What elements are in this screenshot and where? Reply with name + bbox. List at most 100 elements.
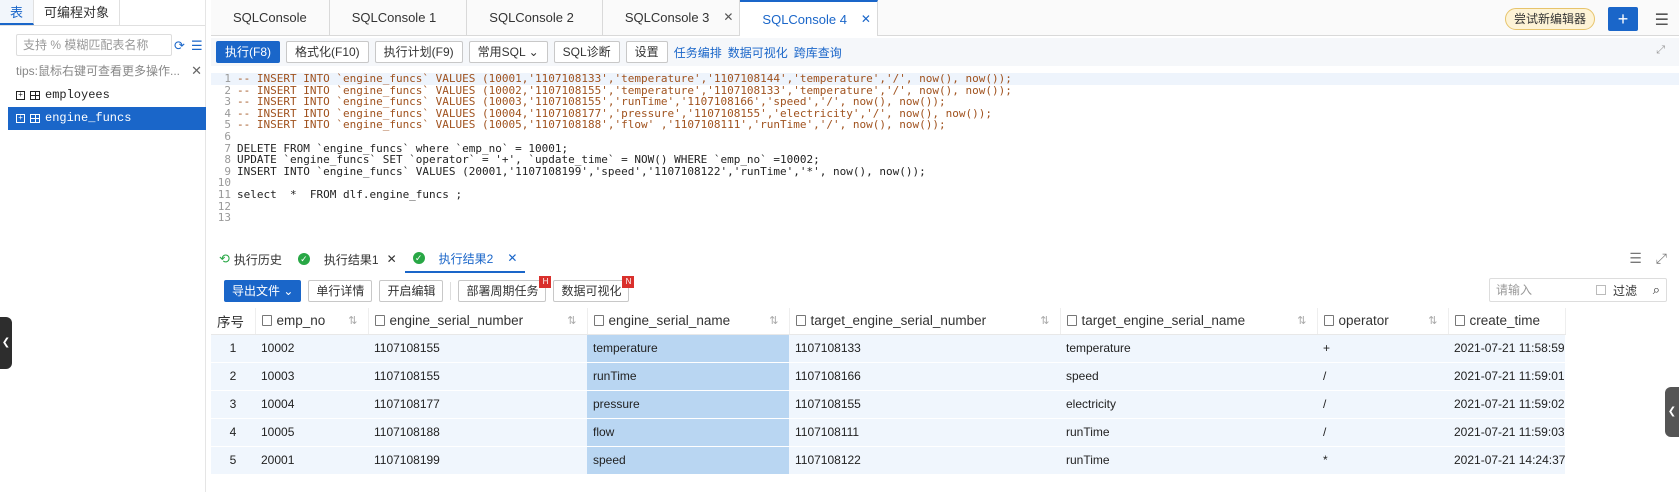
table-cell[interactable]: runTime [1060,418,1317,447]
column-header[interactable]: target_engine_serial_number⇅ [789,308,1061,335]
refresh-icon[interactable]: ⟳ [174,38,185,53]
table-cell[interactable]: flow [587,418,789,447]
table-cell[interactable]: 2021-07-21 14:24:37 [1448,446,1566,475]
table-cell[interactable]: 10002 [255,334,368,363]
row-detail-button[interactable]: 单行详情 [308,280,373,302]
table-cell[interactable]: 1107108111 [789,418,1060,447]
sort-icon[interactable]: ⇅ [567,315,577,327]
table-cell[interactable]: / [1317,390,1448,419]
table-cell[interactable]: 1107108155 [368,362,587,391]
table-cell[interactable]: 2021-07-21 11:59:03 [1448,418,1566,447]
tree-item-employees[interactable]: + employees [8,84,206,107]
table-cell[interactable]: 2021-07-21 11:59:01 [1448,362,1566,391]
table-cell[interactable]: 1107108155 [368,334,587,363]
table-cell[interactable]: temperature [587,334,789,363]
table-cell[interactable]: 1107108188 [368,418,587,447]
table-cell[interactable]: 1107108155 [789,390,1060,419]
expand-icon[interactable]: + [16,91,25,100]
table-cell[interactable]: speed [1060,362,1317,391]
tab-history[interactable]: ⟲执行历史 [211,245,290,273]
column-header[interactable]: emp_no⇅ [255,308,369,335]
sort-icon[interactable]: ⇅ [1428,315,1438,327]
fullscreen-icon[interactable]: ⤢ [1656,44,1665,56]
table-cell[interactable]: electricity [1060,390,1317,419]
table-cell[interactable]: 10004 [255,390,368,419]
sort-icon[interactable]: ⇅ [348,315,358,327]
settings-button[interactable]: 设置 [625,41,668,63]
collapse-left-handle[interactable]: ❮ [0,317,12,369]
table-cell[interactable]: / [1317,362,1448,391]
try-new-editor-button[interactable]: 尝试新编辑器 [1504,8,1595,30]
data-visualization-link[interactable]: 数据可视化 [727,45,788,60]
export-file-dropdown[interactable]: 导出文件 ⌄ [224,280,302,302]
explain-plan-button[interactable]: 执行计划(F9) [374,41,463,63]
tab-sqlconsole-3[interactable]: SQLConsole 3✕ [603,0,741,35]
sort-icon[interactable]: ⇅ [1297,315,1307,327]
sql-diagnose-button[interactable]: SQL诊断 [553,41,620,63]
table-cell[interactable]: runTime [587,362,789,391]
table-cell[interactable]: speed [587,446,789,475]
table-cell[interactable]: 10005 [255,418,368,447]
tab-programmable-objects[interactable]: 可编程对象 [34,0,121,25]
expand-icon[interactable]: + [16,114,25,123]
column-header[interactable]: 序号 [211,308,256,335]
tab-sqlconsole-1[interactable]: SQLConsole 1 [330,0,468,35]
close-tab-icon[interactable]: ✕ [723,10,734,24]
table-cell[interactable]: 2 [211,362,255,391]
tree-item-engine-funcs[interactable]: + engine_funcs [8,107,206,130]
collapse-right-handle[interactable]: ❮ [1665,387,1679,437]
table-cell[interactable]: 1 [211,334,255,363]
close-tab-icon[interactable]: ✕ [860,12,871,26]
column-header[interactable]: target_engine_serial_name⇅ [1060,308,1318,335]
column-header[interactable]: engine_serial_number⇅ [368,308,588,335]
table-cell[interactable]: 1107108199 [368,446,587,475]
collapse-list-icon[interactable]: ☰ [191,38,203,53]
column-header[interactable]: operator⇅ [1317,308,1449,335]
table-cell[interactable]: / [1317,418,1448,447]
column-header[interactable]: create_time [1448,308,1566,335]
table-cell[interactable]: * [1317,446,1448,475]
tab-result-1[interactable]: ✓执行结果1✕ [290,245,405,273]
search-icon[interactable]: ⌕ [1652,282,1660,297]
cross-db-query-link[interactable]: 跨库查询 [793,45,842,60]
close-tips-icon[interactable]: ✕ [191,63,202,78]
table-cell[interactable]: 4 [211,418,255,447]
close-tab-icon[interactable]: ✕ [507,251,518,265]
tab-sqlconsole-4[interactable]: SQLConsole 4✕ [740,0,878,36]
table-cell[interactable]: pressure [587,390,789,419]
menu-icon[interactable]: ☰ [1629,250,1642,266]
table-cell[interactable]: temperature [1060,334,1317,363]
table-cell[interactable]: + [1317,334,1448,363]
fullscreen-icon[interactable]: ⤢ [1655,250,1667,266]
close-tab-icon[interactable]: ✕ [386,252,397,266]
sort-icon[interactable]: ⇅ [1040,315,1050,327]
table-search-input[interactable] [17,35,171,55]
tab-tables[interactable]: 表 [0,0,35,25]
table-cell[interactable]: 20001 [255,446,368,475]
table-cell[interactable]: 10003 [255,362,368,391]
table-cell[interactable]: 2021-07-21 11:58:59 [1448,334,1566,363]
table-cell[interactable]: runTime [1060,446,1317,475]
new-console-button[interactable]: + [1608,7,1638,31]
tab-result-2[interactable]: ✓执行结果2✕ [404,245,526,273]
result-search-input[interactable] [1496,283,1596,297]
table-cell[interactable]: 5 [211,446,255,475]
table-cell[interactable]: 1107108166 [789,362,1060,391]
table-cell[interactable]: 3 [211,390,255,419]
enable-edit-button[interactable]: 开启编辑 [379,280,444,302]
sql-editor[interactable]: 1-- INSERT INTO `engine_funcs` VALUES (1… [211,73,1679,237]
format-button[interactable]: 格式化(F10) [286,41,369,63]
table-cell[interactable]: 1107108122 [789,446,1060,475]
table-cell[interactable]: 1107108133 [789,334,1060,363]
run-button[interactable]: 执行(F8) [216,41,280,63]
task-orchestration-link[interactable]: 任务编排 [673,45,722,60]
tab-sqlconsole[interactable]: SQLConsole [211,0,330,35]
column-header[interactable]: engine_serial_name⇅ [587,308,790,335]
common-sql-dropdown[interactable]: 常用SQL ⌄ [468,41,548,63]
